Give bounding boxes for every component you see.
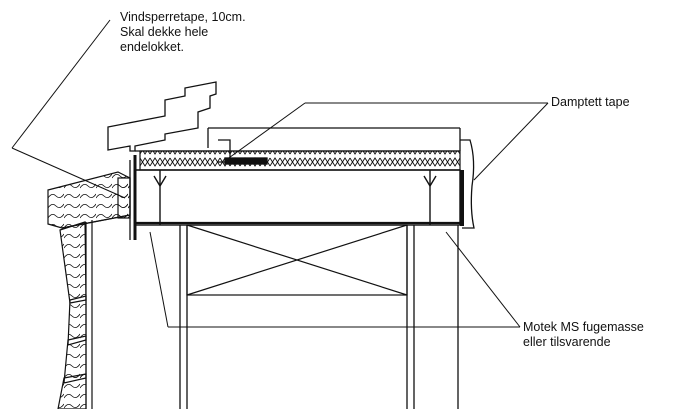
wall-frame [129,155,459,409]
label-line: Skal dekke hele [120,25,209,39]
label-line: eller tilsvarende [523,335,611,349]
label-damptett-tape: Damptett tape [551,95,630,110]
leader-lines [11,19,549,328]
label-line: Damptett tape [551,95,630,109]
label-line: endelokket. [120,40,184,54]
label-motek-fugemasse: Motek MS fugemasse eller tilsvarende [523,320,644,350]
label-vindsperretape: Vindsperretape, 10cm. Skal dekke hele en… [120,10,246,55]
exterior-cladding [57,220,93,409]
top-plate [134,169,461,226]
insulation-layer [135,150,461,171]
header-beam [186,224,408,296]
label-line: Vindsperretape, 10cm. [120,10,246,24]
vapor-tape-edge [460,139,475,229]
window-frame-profile [107,81,461,165]
label-line: Motek MS fugemasse [523,320,644,334]
sill-board [47,171,131,229]
